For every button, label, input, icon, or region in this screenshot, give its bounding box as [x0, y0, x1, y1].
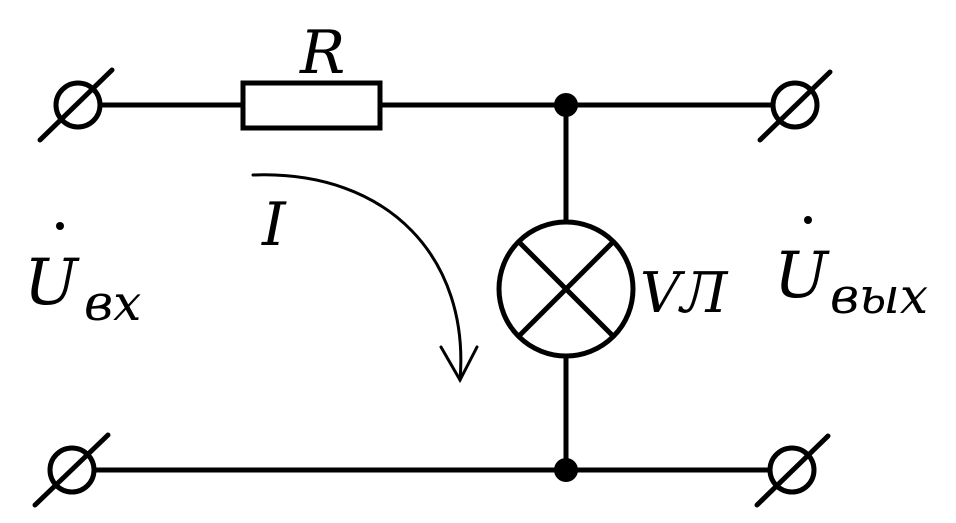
- junction-dot-top: [554, 93, 578, 117]
- output-voltage-symbol: U: [774, 239, 830, 313]
- resistor-label: R: [299, 18, 345, 88]
- input-voltage-label: U вх: [24, 222, 141, 332]
- current-arrow-icon: [251, 173, 479, 384]
- resistor-symbol: [240, 80, 383, 131]
- terminal-input-bottom: [32, 432, 111, 508]
- lamp-label: VЛ: [640, 261, 728, 326]
- lamp-symbol: [496, 219, 636, 359]
- junction-dot-bottom: [554, 458, 578, 482]
- terminal-input-top: [37, 67, 115, 143]
- phasor-dot: [804, 216, 812, 224]
- current-label: I: [261, 190, 287, 260]
- terminal-output-bottom: [754, 433, 831, 508]
- phasor-dot: [56, 222, 64, 230]
- input-voltage-symbol: U: [24, 246, 80, 320]
- output-voltage-subscript: вых: [830, 267, 928, 325]
- input-voltage-subscript: вх: [84, 274, 141, 332]
- terminal-output-top: [757, 69, 833, 143]
- output-voltage-label: U вых: [774, 216, 928, 325]
